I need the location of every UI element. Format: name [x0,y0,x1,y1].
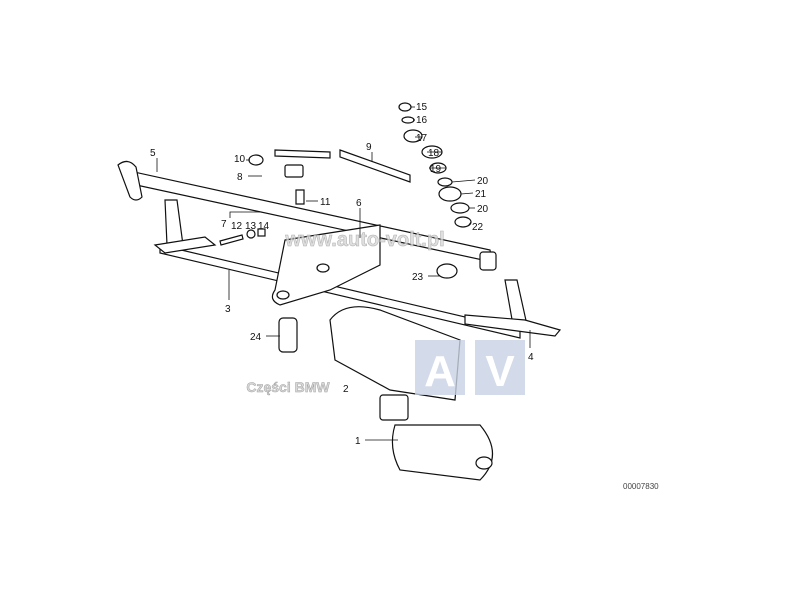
callout-5: 5 [150,148,156,159]
rod-clip [284,164,304,178]
lever-5 [117,160,143,201]
leader-lines [156,106,531,441]
callout-2: 2 [343,384,349,395]
bracket-hole [276,290,290,300]
callout-15: 15 [416,102,428,113]
link-rod-9 [339,149,411,183]
callout-3: 3 [225,304,231,315]
watermark: A V www.auto-volt.pl Części BMW [246,229,525,396]
callout-19: 19 [430,164,442,175]
callout-11: 11 [320,197,331,208]
nut-13 [246,229,256,239]
callout-14: 14 [258,221,270,232]
logo-letter-a: A [424,347,456,396]
wiper-pivot-left [164,199,184,246]
callout-4: 4 [528,352,534,363]
callouts: 1 2 3 4 5 6 7 8 9 10 11 12 13 14 15 16 1… [150,102,534,447]
callout-8: 8 [237,172,243,183]
drawing-number: 00007830 [623,482,659,491]
callout-10: 10 [234,154,246,165]
logo-panel-left [415,340,465,395]
pivot-bracket-left [153,236,217,254]
callout-20: 20 [477,176,489,187]
callout-9: 9 [366,142,372,153]
callout-6: 6 [356,198,362,209]
clip-14 [257,228,266,237]
bolt-12 [219,234,244,246]
callout-22: 22 [472,222,484,233]
callout-21: 21 [475,189,487,200]
logo-letter-v: V [485,347,515,396]
callout-24: 24 [250,332,262,343]
callout-7: 7 [221,219,227,230]
callout-13: 13 [245,221,257,232]
logo-panel-right [475,340,525,395]
motor-gearbox [379,394,409,421]
callout-16: 16 [416,115,428,126]
pivot-bracket-right [464,314,562,337]
spring-sleeve-24 [278,317,298,353]
callout-17: 17 [416,133,428,144]
link-rod-short [274,149,331,159]
watermark-caption: Części BMW [246,379,330,395]
callout-1: 1 [355,436,361,447]
bracket-hole [316,263,330,273]
grommet-23 [436,263,458,279]
motor-end-cap [475,456,493,470]
watermark-url: www.auto-volt.pl [284,229,444,251]
callout-18: 18 [428,148,440,159]
callout-20b: 20 [477,204,489,215]
rod-end-bushing [479,251,497,271]
bolt-11 [295,189,305,205]
lower-link-rod [159,244,521,339]
callout-23: 23 [412,272,424,283]
callout-12: 12 [231,221,243,232]
wiper-motor [391,424,493,481]
nut-10 [248,154,264,166]
